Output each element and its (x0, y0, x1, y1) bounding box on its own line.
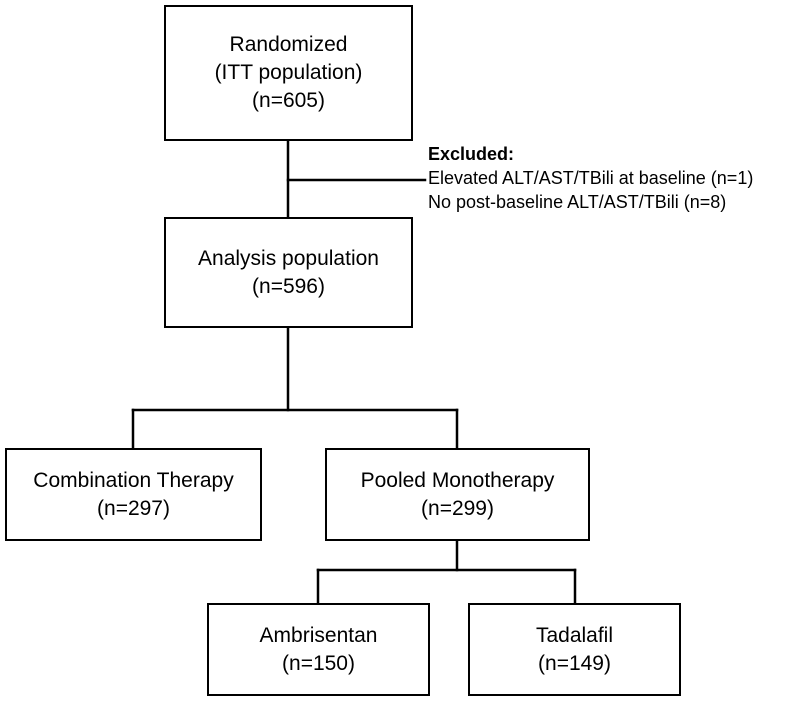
pooled-monotherapy-box: Pooled Monotherapy (n=299) (325, 448, 590, 541)
exclusion-item: Elevated ALT/AST/TBili at baseline (n=1) (428, 168, 754, 188)
combination-therapy-box: Combination Therapy (n=297) (5, 448, 262, 541)
combination-count: (n=297) (97, 496, 170, 520)
tadalafil-count: (n=149) (538, 651, 611, 675)
exclusion-item: No post-baseline ALT/AST/TBili (n=8) (428, 192, 727, 212)
analysis-population-box: Analysis population (n=596) (164, 217, 413, 328)
randomized-subtitle: (ITT population) (214, 61, 363, 84)
exclusion-note: Excluded: Elevated ALT/AST/TBili at base… (428, 142, 753, 214)
ambrisentan-title: Ambrisentan (259, 623, 378, 647)
ambrisentan-box: Ambrisentan (n=150) (207, 603, 430, 696)
exclusion-heading: Excluded: (428, 144, 515, 164)
pooled-count: (n=299) (421, 496, 494, 520)
randomized-box: Randomized (ITT population) (n=605) (164, 5, 413, 141)
analysis-count: (n=596) (252, 274, 325, 298)
combination-title: Combination Therapy (33, 468, 234, 492)
analysis-title: Analysis population (198, 246, 379, 270)
pooled-title: Pooled Monotherapy (360, 468, 555, 492)
tadalafil-title: Tadalafil (535, 623, 614, 647)
ambrisentan-count: (n=150) (282, 651, 355, 675)
randomized-count: (n=605) (252, 89, 325, 112)
randomized-title: Randomized (229, 33, 348, 56)
tadalafil-box: Tadalafil (n=149) (468, 603, 681, 696)
